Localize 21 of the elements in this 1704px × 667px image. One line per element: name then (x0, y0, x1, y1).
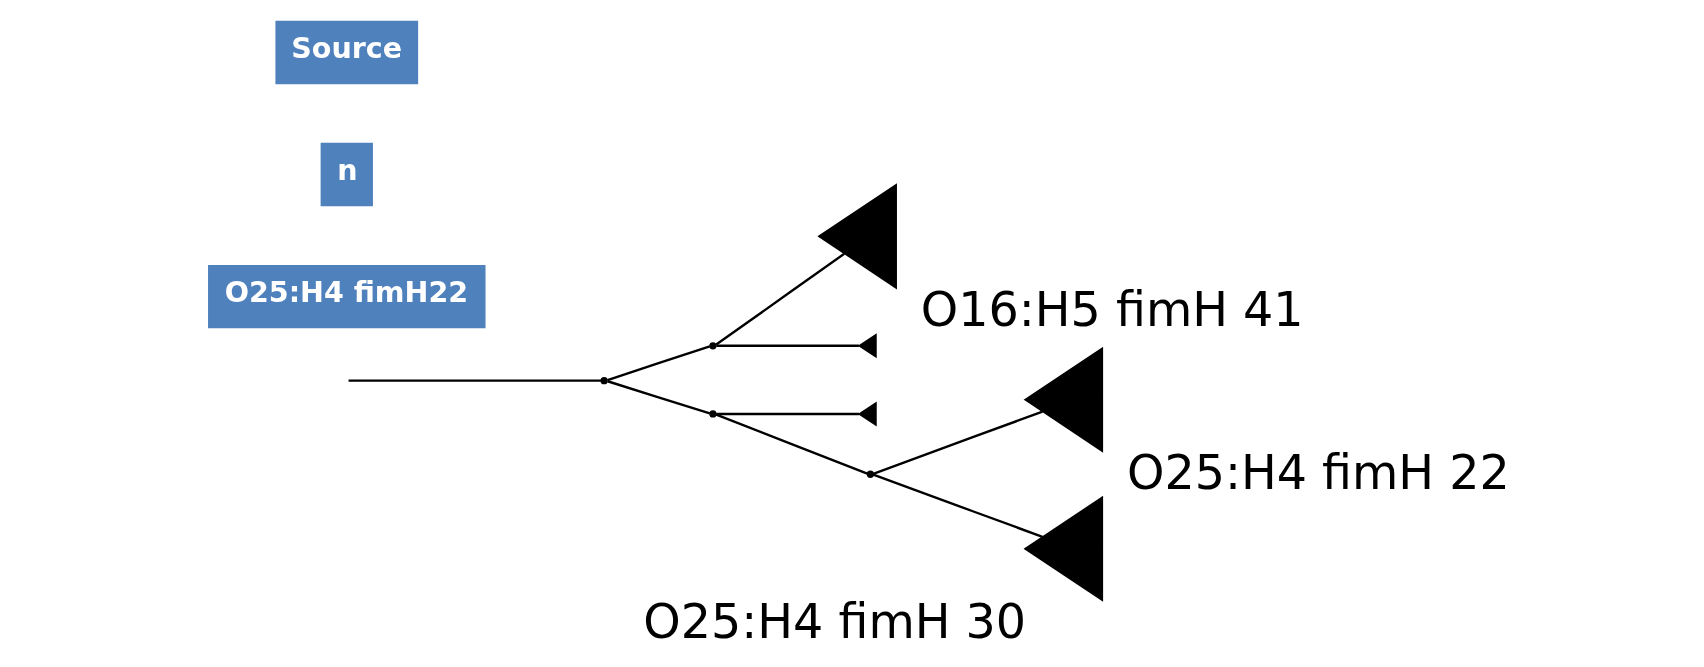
label: O25:H4 fimH22 (224, 276, 469, 310)
label: Source (291, 31, 403, 65)
connector (715, 252, 845, 346)
connector (348, 379, 601, 382)
connector (607, 345, 711, 382)
node-triangle (857, 401, 877, 427)
node-label: O16:H5 fimH 41 (920, 281, 1304, 337)
node-label: O25:H4 fimH 30 (643, 594, 1027, 650)
label: n (337, 153, 358, 187)
connector (716, 412, 859, 416)
node-point (709, 342, 717, 350)
connector (715, 413, 868, 475)
node-label: O25:H4 fimH 22 (1126, 445, 1510, 501)
connector (607, 380, 711, 415)
node-point (709, 410, 717, 418)
connector (872, 473, 1043, 538)
node-point (866, 470, 875, 478)
connector (872, 410, 1043, 475)
node-triangle (857, 333, 877, 359)
node-point (600, 377, 608, 385)
connector (716, 344, 859, 347)
